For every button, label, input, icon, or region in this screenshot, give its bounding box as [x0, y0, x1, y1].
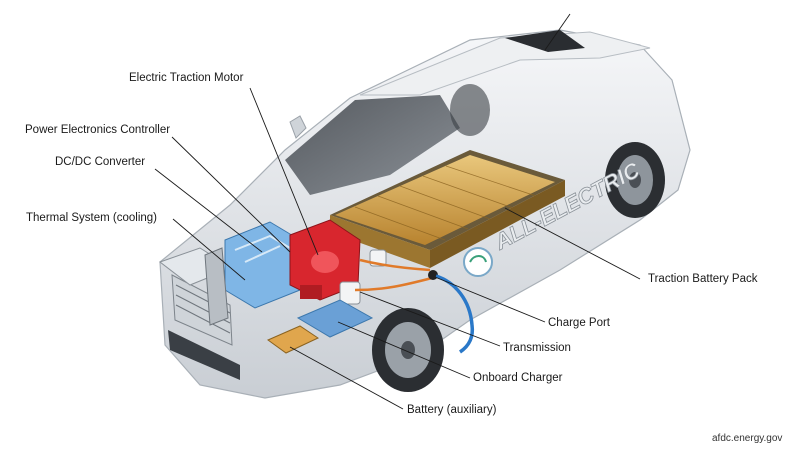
rear-spoiler: [505, 30, 585, 52]
label-transmission: Transmission: [503, 342, 571, 354]
leader-transmission: [359, 291, 501, 347]
leader-traction-battery-pack: [504, 207, 641, 280]
windshield: [285, 95, 460, 195]
hv-cables: [354, 258, 433, 292]
aux-battery: [266, 325, 320, 354]
leader-thermal-system: [172, 218, 246, 281]
label-thermal-system: Thermal System (cooling): [26, 212, 158, 224]
rear-wheel: [605, 142, 665, 218]
leader-lines: [154, 13, 641, 410]
leader-onboard-charger: [337, 321, 471, 379]
onboard-charger-plate: [296, 299, 374, 338]
lower-intake: [168, 330, 240, 380]
side-mirror: [289, 115, 307, 139]
label-traction-battery-pack: Traction Battery Pack: [648, 273, 758, 285]
label-charge-port: Charge Port: [548, 317, 611, 329]
label-dc-dc-converter: DC/DC Converter: [55, 156, 146, 168]
leader-dc-dc-converter: [154, 168, 263, 253]
leader-top: [544, 13, 571, 51]
battery-pack: [330, 150, 565, 268]
motor-assembly: [289, 219, 361, 301]
leader-battery-auxiliary: [289, 346, 404, 410]
source-credit: afdc.energy.gov: [712, 433, 783, 444]
label-onboard-charger: Onboard Charger: [473, 372, 563, 384]
rear-wheel-2: [450, 84, 490, 136]
label-electric-traction-motor: Electric Traction Motor: [129, 72, 244, 84]
front-wheel: [372, 308, 444, 392]
leader-charge-port: [434, 276, 546, 323]
leader-power-electronics-controller: [171, 136, 291, 253]
label-battery-auxiliary: Battery (auxiliary): [407, 404, 497, 416]
radiator: [204, 247, 229, 326]
label-power-electronics-controller: Power Electronics Controller: [25, 124, 171, 136]
leader-electric-traction-motor: [249, 87, 319, 256]
